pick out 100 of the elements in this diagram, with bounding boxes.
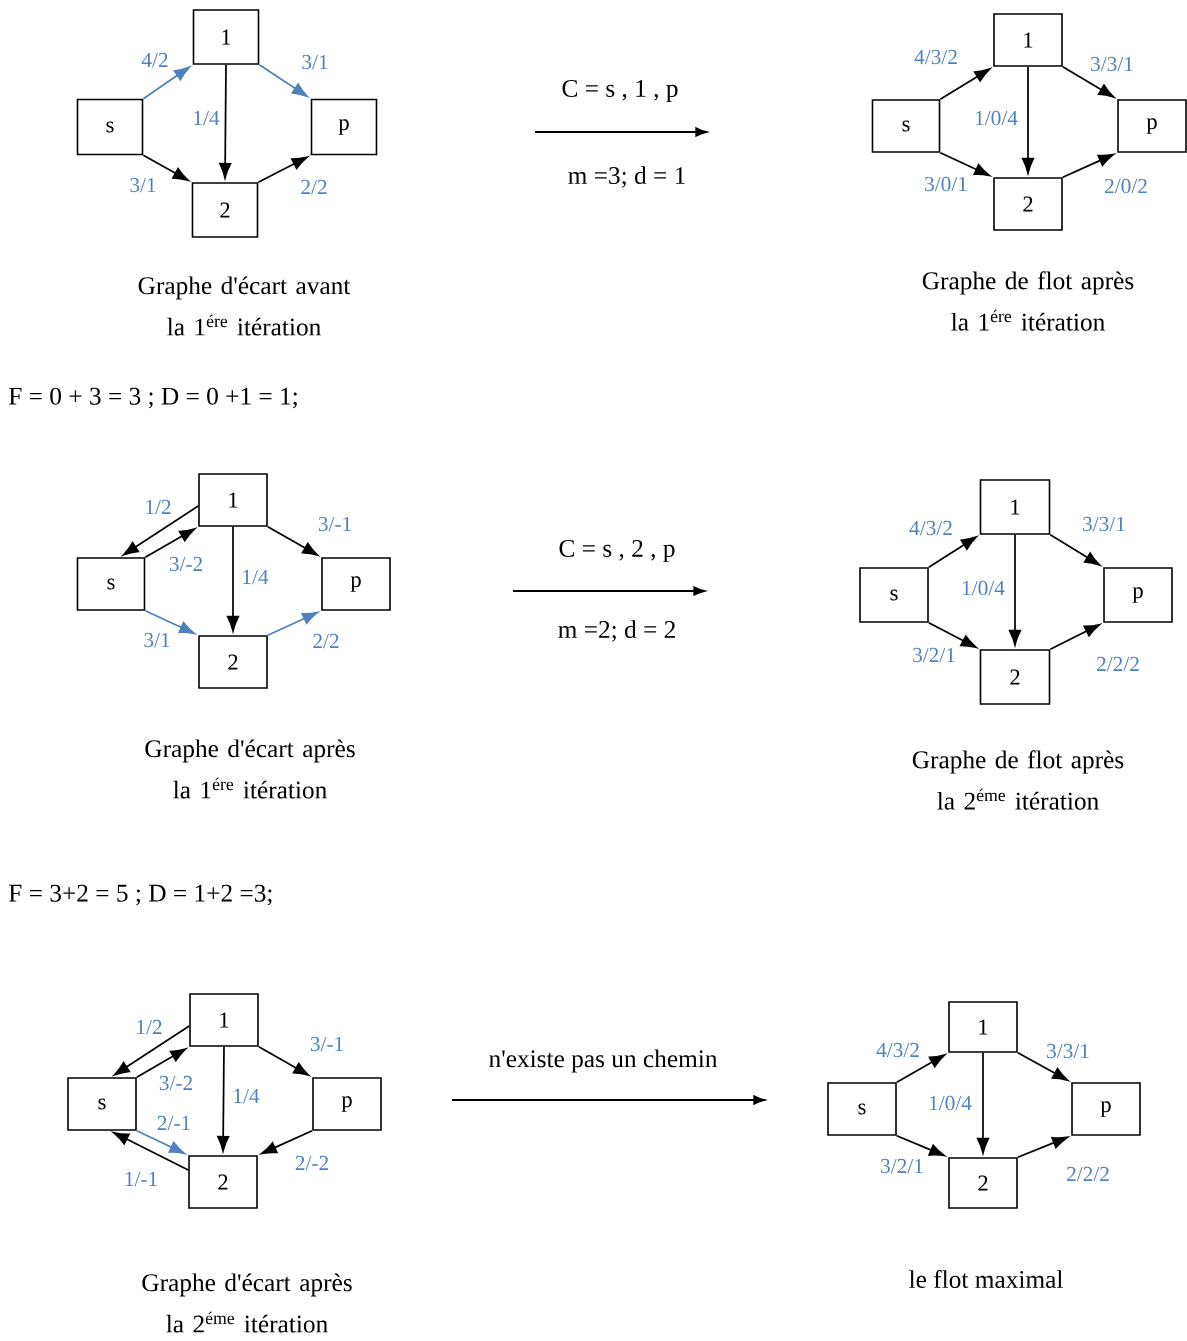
edge-label: 2/-1	[157, 1115, 190, 1131]
edge-label: 4/3/2	[914, 49, 957, 65]
edge-label: 3/3/1	[1091, 56, 1133, 72]
arrow	[266, 611, 319, 637]
arrow	[135, 1048, 187, 1079]
vertex-box: 2	[948, 1157, 1018, 1209]
vertex-box: s	[67, 1077, 137, 1131]
arrow	[257, 156, 308, 184]
edge-label: 3/1	[144, 632, 170, 648]
arrow	[113, 1025, 191, 1076]
edge-label: 2/2/2	[1097, 656, 1139, 672]
edge-label: 3/1	[302, 54, 328, 70]
edge-label: 3/-2	[159, 1075, 192, 1091]
vertex-box: s	[76, 557, 146, 611]
text-label: C = s , 2 , p	[559, 539, 675, 563]
vertex-box: 1	[993, 13, 1063, 67]
edge-label: 3/-2	[169, 556, 202, 572]
vertex-box: 2	[979, 649, 1051, 705]
vertex-box: p	[1103, 567, 1173, 623]
vertex-box: p	[321, 557, 391, 611]
vertex-box: 1	[198, 473, 268, 527]
vertex-box: s	[859, 567, 929, 623]
arrow	[142, 154, 189, 181]
caption: Graphe de flot après la 1$^{ére}$ itération	[922, 271, 1134, 331]
arrow	[113, 1131, 190, 1171]
caption: Graphe d'écart avant la 1$^{ére}$ itération	[138, 276, 351, 336]
vertex-box: 2	[198, 635, 268, 689]
arrow	[927, 621, 977, 649]
arrow	[1061, 65, 1115, 98]
vertex-box: 1	[189, 993, 259, 1047]
arrow	[1049, 623, 1101, 651]
arrow	[257, 1045, 310, 1076]
vertex-box: 2	[993, 177, 1063, 231]
arrow	[1016, 1136, 1068, 1159]
vertex-box: p	[312, 1077, 382, 1131]
arrow	[258, 63, 308, 98]
arrow	[1008, 533, 1022, 646]
edge-label: 4/2	[141, 52, 168, 68]
arrow	[144, 609, 196, 635]
edge-label: 1/4	[194, 110, 220, 126]
caption: Graphe de flot après la 2$^{éme}$ itération	[912, 750, 1124, 810]
text-label: C = s , 1 , p	[562, 79, 678, 103]
edge-label: 1/0/4	[929, 1095, 972, 1111]
arrow	[1016, 1051, 1069, 1081]
edge-label: 3/2/1	[913, 647, 955, 663]
caption: Graphe d'écart après la 1$^{ére}$ itération	[145, 739, 355, 799]
arrow	[1021, 65, 1035, 174]
arrow	[219, 63, 232, 179]
arrow	[1061, 153, 1115, 179]
edge-label: 3/3/1	[1047, 1043, 1089, 1059]
text-label: m =3; d = 1	[568, 166, 685, 188]
arrow	[260, 1129, 314, 1155]
vertex-box: p	[1117, 99, 1187, 153]
edge-label: 2/2	[301, 179, 327, 195]
edge-label: 1/4	[243, 569, 269, 585]
vertex-box: s	[871, 99, 941, 153]
edge-label: 2/2/2	[1067, 1166, 1109, 1182]
edge-label: 1/2	[146, 499, 171, 515]
vertex-box: 2	[188, 1155, 258, 1209]
caption: Graphe d'écart après la 2$^{éme}$ itération	[142, 1273, 352, 1333]
edge-label: 1/4	[234, 1088, 260, 1104]
vertex-box: p	[310, 98, 378, 156]
edge-label: 1/0/4	[962, 580, 1005, 596]
arrow	[939, 151, 991, 177]
vertex-box: s	[827, 1082, 897, 1136]
edge-label: 3/1	[130, 177, 156, 193]
text-label: le flot maximal	[909, 1269, 1063, 1289]
edge-label: 3/2/1	[881, 1158, 923, 1174]
edge-label: 3/-1	[318, 516, 351, 532]
arrow	[266, 525, 319, 556]
vertex-box: p	[1071, 1082, 1141, 1136]
edge-label: 4/3/2	[876, 1042, 919, 1058]
vertex-box: 1	[192, 9, 260, 65]
edge-label: 3/3/1	[1083, 516, 1125, 532]
arrow	[927, 536, 977, 569]
arrow	[895, 1054, 946, 1084]
edge-label: 4/3/2	[909, 520, 952, 536]
edge-label: 3/-1	[310, 1036, 343, 1052]
text-label: F = 0 + 3 = 3 ; D = 0 +1 = 1;	[9, 387, 297, 409]
vertex-box: 1	[979, 479, 1051, 535]
vertex-box: s	[76, 98, 144, 156]
text-label: m =2; d = 2	[558, 620, 675, 642]
arrow	[939, 68, 991, 101]
arrow	[144, 528, 196, 559]
edge-label: 2/0/2	[1105, 178, 1147, 194]
arrow	[142, 66, 190, 100]
edge-label: 1/2	[137, 1019, 162, 1035]
edge-label: 3/0/1	[925, 176, 967, 192]
text-label: F = 3+2 = 5 ; D = 1+2 =3;	[9, 884, 272, 906]
arrow	[135, 1129, 186, 1155]
arrow	[976, 1051, 990, 1154]
arrow	[122, 505, 200, 556]
edge-label: 1/-1	[125, 1171, 157, 1187]
edge-label: 2/2	[313, 633, 339, 649]
arrow	[226, 525, 240, 632]
arrow	[895, 1134, 945, 1157]
edge-label: 1/0/4	[975, 110, 1018, 126]
arrow	[217, 1045, 230, 1152]
vertex-box: 1	[948, 1001, 1018, 1053]
edge-label: 2/-2	[295, 1155, 328, 1171]
